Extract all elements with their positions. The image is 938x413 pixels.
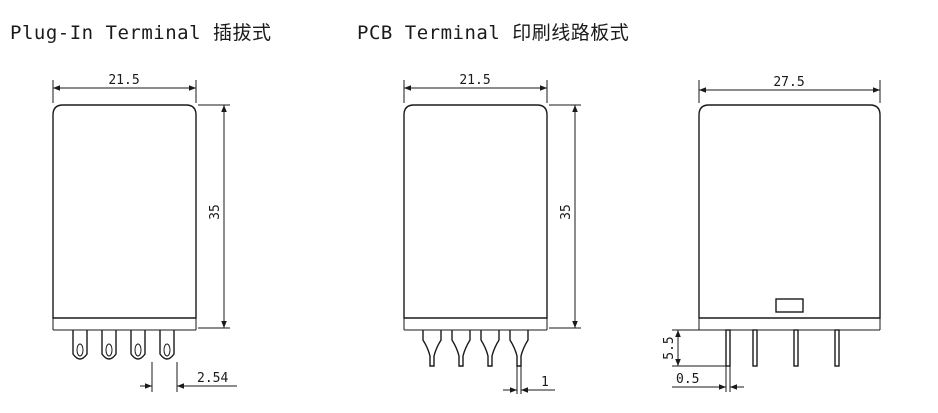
pcb-pin-dimension: 1 bbox=[541, 375, 549, 390]
pcb-front-view: 21.5 35 1 bbox=[403, 73, 581, 394]
side-pin-thickness-dimension: 0.5 bbox=[676, 372, 699, 387]
pcb-pins bbox=[422, 330, 529, 367]
pcb-height-dimension: 35 bbox=[559, 204, 574, 220]
plug-in-front-view: 21.5 35 2.54 bbox=[52, 73, 237, 392]
side-pins bbox=[725, 329, 840, 367]
pcb-terminal-title: PCB Terminal 印刷线路板式 bbox=[357, 22, 630, 44]
plug-in-pins bbox=[72, 330, 175, 360]
side-width-dimension: 27.5 bbox=[773, 75, 804, 90]
pcb-relay-body bbox=[403, 104, 548, 319]
pcb-width-dimension: 21.5 bbox=[459, 73, 490, 88]
plug-in-width-dimension: 21.5 bbox=[108, 73, 139, 88]
side-view: 27.5 5.5 0.5 bbox=[662, 75, 881, 392]
plug-in-pitch-dimension: 2.54 bbox=[197, 371, 228, 386]
plug-in-terminal-title: Plug-In Terminal 插拔式 bbox=[10, 22, 272, 44]
side-pin-length-dimension: 5.5 bbox=[662, 336, 677, 359]
label-window bbox=[775, 298, 804, 313]
plug-in-relay-body bbox=[52, 104, 197, 319]
side-relay-body bbox=[698, 104, 881, 319]
plug-in-height-dimension: 35 bbox=[208, 204, 223, 220]
